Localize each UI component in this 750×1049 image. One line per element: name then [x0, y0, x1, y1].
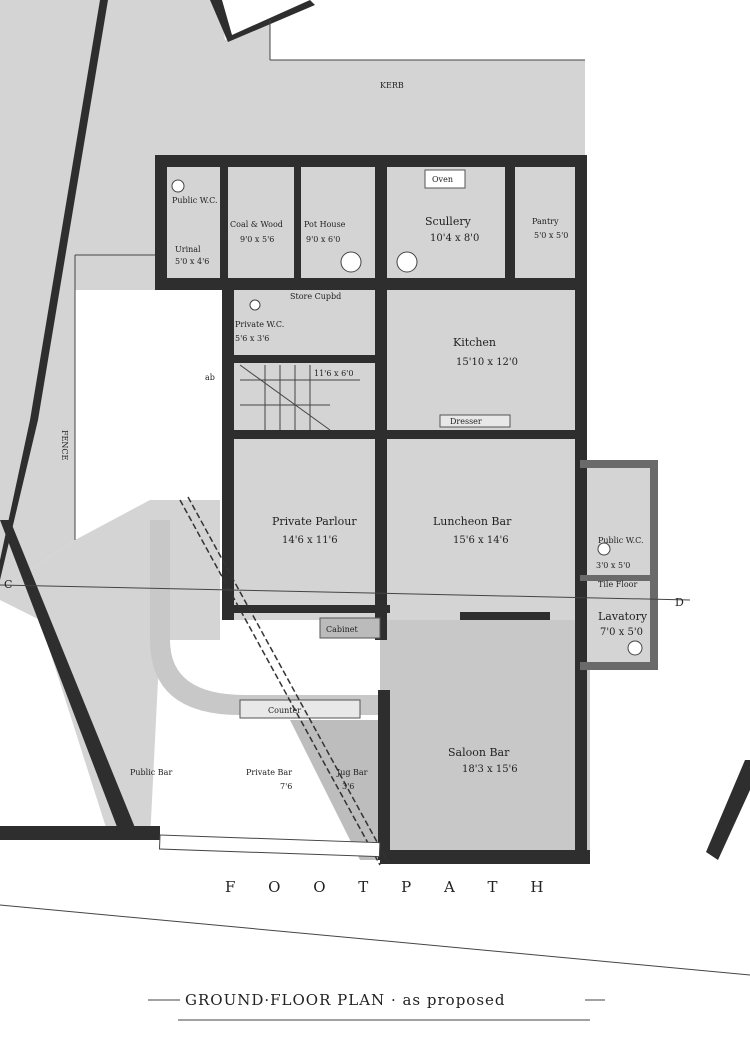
middle-block: [225, 290, 585, 440]
counter-label: Counter: [268, 706, 301, 715]
saloon-bar-label: Saloon Bar: [448, 746, 510, 759]
lavatory-size: 7'0 x 5'0: [600, 627, 643, 638]
rear-cross-wall: [155, 278, 585, 290]
stair-wall: [225, 355, 375, 363]
scullery-label: Scullery: [425, 215, 472, 228]
oven-label: Oven: [432, 175, 453, 184]
saloon-west-wall: [378, 690, 390, 860]
luncheon-bar-size: 15'6 x 14'6: [453, 535, 509, 546]
luncheon-bar-label: Luncheon Bar: [433, 515, 512, 528]
boundary-wall-right: [706, 760, 750, 860]
west-wall-rear: [155, 155, 167, 290]
saloon-front-wall: [380, 850, 590, 864]
oven: [424, 169, 466, 189]
rear-wall: [155, 155, 585, 167]
lav-wing-bottom: [580, 662, 658, 670]
boundary-wall-diagonal: [0, 520, 140, 840]
kerb-label: KERB: [380, 81, 404, 90]
lav-wing-east: [650, 460, 658, 670]
partition-2: [294, 165, 301, 280]
plan-title: GROUND·FLOOR PLAN · as proposed: [185, 991, 506, 1009]
jug-bar-size: 3'6: [342, 782, 354, 791]
public-wc-2-size: 3'0 x 5'0: [596, 561, 630, 570]
fence-label: FENCE: [60, 430, 69, 461]
store-cupbd-label: Store Cupbd: [290, 292, 341, 301]
boundary: [0, 0, 750, 860]
boundary-wall-top: [210, 0, 315, 42]
basin: [627, 640, 643, 656]
lav-wing-mid: [580, 575, 650, 581]
spine-wall: [375, 160, 387, 640]
site: [0, 0, 655, 860]
mid-cross-wall: [225, 430, 580, 439]
private-parlour-size: 14'6 x 11'6: [282, 535, 338, 546]
urinal-size: 5'0 x 4'6: [175, 257, 209, 266]
west-wall: [222, 290, 234, 620]
kitchen-label: Kitchen: [453, 336, 496, 349]
yard-area: [0, 0, 585, 590]
pot-house-label: Pot House: [304, 220, 346, 229]
front-wall-left: [0, 826, 160, 840]
cabinet-label: Cabinet: [326, 625, 358, 634]
section-mark-c: C: [4, 578, 12, 591]
labels: KERB FENCE C D ab Public W.C. Urinal 5'0…: [4, 81, 684, 1021]
saloon-area: [380, 620, 590, 860]
scullery-size: 10'4 x 8'0: [430, 233, 479, 244]
lav-wing-top: [580, 460, 658, 468]
copper-left: [340, 251, 362, 273]
section-mark-d: D: [675, 596, 684, 609]
dresser-label: Dresser: [450, 417, 482, 426]
wc-pan-private: [249, 299, 261, 311]
kerb-line-front: [0, 904, 750, 976]
boundary-wall-left: [0, 0, 108, 580]
cabinet: [319, 617, 381, 639]
wc-pan-public: [171, 179, 185, 193]
tile-floor-label: Tile Floor: [598, 580, 637, 589]
public-wc-2-label: Public W.C.: [598, 536, 644, 545]
walls: [0, 155, 750, 976]
front-shopfront: [158, 834, 381, 858]
jug-bar-shade: [290, 720, 380, 860]
drain-line: [179, 496, 389, 866]
urinal-label: Urinal: [175, 245, 201, 254]
private-wc-size: 5'6 x 3'6: [235, 334, 269, 343]
pantry-label: Pantry: [532, 217, 559, 226]
hall-size: 11'6 x 6'0: [314, 369, 353, 378]
footpath-label: F O O T P A T H: [225, 878, 557, 896]
wc-pan-lav: [597, 542, 611, 556]
luncheon-front-wall: [460, 612, 550, 620]
partition-3: [505, 165, 515, 280]
jug-bar-label: Jug Bar: [336, 768, 368, 777]
public-bar-label: Public Bar: [130, 768, 172, 777]
pot-house-size: 9'0 x 6'0: [306, 235, 340, 244]
dresser: [439, 414, 511, 428]
curved-counter: [150, 520, 480, 715]
partition-1: [220, 165, 228, 280]
lavatory-label: Lavatory: [598, 610, 648, 623]
public-wc-label: Public W.C.: [172, 196, 218, 205]
section-line-cd: [0, 584, 691, 601]
private-bar-label: Private Bar: [246, 768, 292, 777]
private-parlour-label: Private Parlour: [272, 515, 357, 528]
staircase: [239, 364, 360, 431]
coal-wood-label: Coal & Wood: [230, 220, 283, 229]
private-wc-label: Private W.C.: [235, 320, 284, 329]
private-bar-size: 7'6: [280, 782, 292, 791]
front-wall-parlour: [230, 605, 390, 613]
kitchen-size: 15'10 x 12'0: [456, 357, 518, 368]
east-wall: [575, 155, 587, 860]
coal-wood-size: 9'0 x 5'6: [240, 235, 274, 244]
front-rooms: [225, 440, 580, 620]
ab-mark: ab: [205, 373, 215, 382]
pantry-size: 5'0 x 5'0: [534, 231, 568, 240]
saloon-bar-size: 18'3 x 15'6: [462, 764, 518, 775]
copper-right: [396, 251, 418, 273]
lavatory-wing: [580, 460, 655, 670]
